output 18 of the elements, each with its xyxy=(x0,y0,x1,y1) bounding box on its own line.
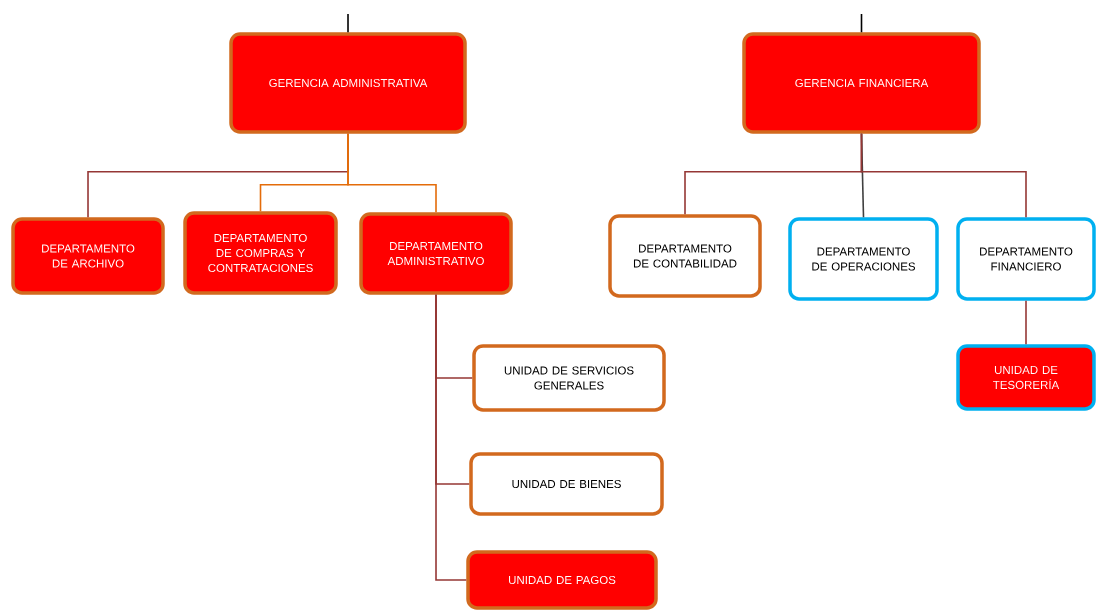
connector-line xyxy=(347,132,437,214)
department-box: DEPARTAMENTO DE OPERACIONES xyxy=(788,217,939,301)
department-box: UNIDAD DE PAGOS xyxy=(466,550,658,610)
department-box: DEPARTAMENTO FINANCIERO xyxy=(956,217,1096,301)
department-box: DEPARTAMENTO DE COMPRAS Y CONTRATACIONES xyxy=(183,211,338,295)
department-box: UNIDAD DE TESORERÍA xyxy=(956,344,1096,411)
connector-line xyxy=(347,13,349,34)
unit-box: GERENCIA ADMINISTRATIVA xyxy=(229,32,467,134)
connector-line xyxy=(860,132,1027,219)
department-box: UNIDAD DE SERVICIOS GENERALES xyxy=(472,344,666,412)
connector-line xyxy=(860,13,863,34)
department-box: DEPARTAMENTO DE CONTABILIDAD xyxy=(608,214,762,298)
unit-box: GERENCIA FINANCIERA xyxy=(742,32,981,134)
department-box: DEPARTAMENTO ADMINISTRATIVO xyxy=(359,212,513,295)
connector-line xyxy=(435,293,468,581)
department-box: UNIDAD DE BIENES xyxy=(469,452,664,516)
connector-line xyxy=(1025,299,1027,346)
department-box: DEPARTAMENTO DE ARCHIVO xyxy=(11,217,165,295)
